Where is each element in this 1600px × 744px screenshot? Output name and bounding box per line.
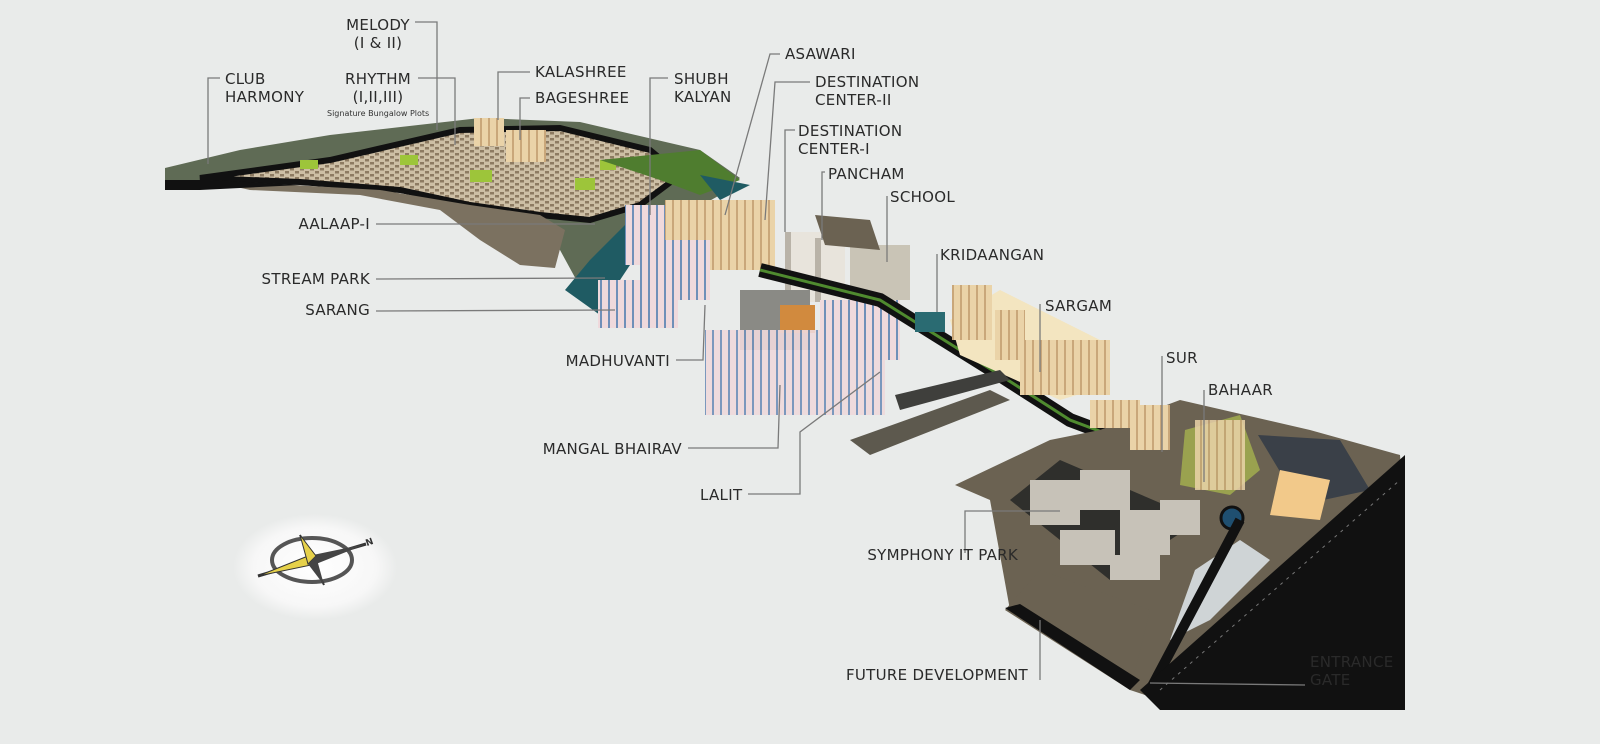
label-bahaar: BAHAAR (1208, 381, 1273, 399)
label-asawari: ASAWARI (785, 45, 856, 63)
label-melody: MELODY(I & II) (338, 16, 418, 52)
label-aalaap: AALAAP-I (298, 215, 370, 233)
label-mangal-bhairav: MANGAL BHAIRAV (542, 440, 682, 458)
label-line: DESTINATION (798, 122, 903, 140)
central-towers (598, 200, 910, 415)
label-rhythm: RHYTHM(I,II,III) (338, 70, 418, 106)
label-future-development: FUTURE DEVELOPMENT (845, 666, 1028, 684)
label-pancham: PANCHAM (828, 165, 905, 183)
east-zone (955, 400, 1405, 710)
label-line: ENTRANCE (1310, 653, 1394, 671)
label-kalashree: KALASHREE (535, 63, 627, 81)
label-line: RHYTHM (344, 70, 412, 88)
label-school: SCHOOL (890, 188, 956, 206)
label-lalit: LALIT (700, 486, 743, 504)
label-line: KALYAN (674, 88, 732, 106)
label-line: DESTINATION (815, 73, 920, 91)
label-stream-park: STREAM PARK (261, 270, 370, 288)
compass-rose-icon (233, 514, 397, 620)
label-symphony-it-park: SYMPHONY IT PARK (867, 546, 1018, 564)
label-line: GATE (1310, 671, 1351, 689)
label-line: SHUBH (674, 70, 729, 88)
label-sargam: SARGAM (1045, 297, 1113, 315)
label-rhythm-note: Signature Bungalow Plots (327, 109, 430, 118)
label-sarang: SARANG (305, 301, 370, 319)
label-kridaangan: KRIDAANGAN (940, 246, 1045, 264)
stream-park (565, 210, 640, 315)
label-line: (I & II) (353, 34, 403, 52)
leader-lines (207, 21, 1306, 686)
label-bageshree: BAGESHREE (535, 89, 630, 107)
label-line: CENTER-II (815, 91, 892, 109)
label-line: CLUB (225, 70, 266, 88)
label-madhuvanti: MADHUVANTI (565, 352, 670, 370)
kridaangan-ground (915, 312, 945, 332)
label-sur: SUR (1166, 349, 1198, 367)
label-line: MELODY (346, 16, 410, 34)
label-line: CENTER-I (798, 140, 870, 158)
label-line: HARMONY (225, 88, 305, 106)
highway (1140, 455, 1405, 710)
label-line: (I,II,III) (352, 88, 404, 106)
